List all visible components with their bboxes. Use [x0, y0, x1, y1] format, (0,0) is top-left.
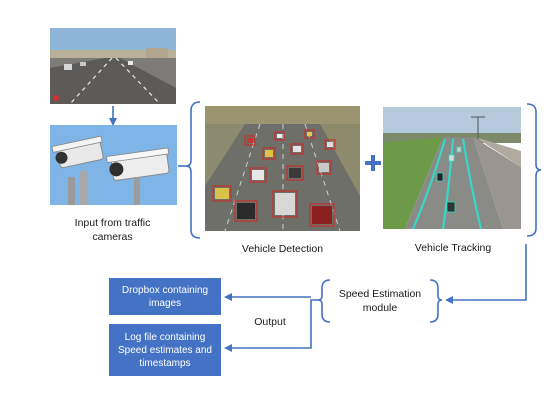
- detection-label-text: Vehicle Detection: [241, 243, 324, 255]
- dropbox-line2: images: [148, 297, 182, 309]
- input-label-line2: cameras: [92, 231, 133, 243]
- plus-icon: [364, 154, 382, 172]
- output-label: Output: [240, 315, 300, 329]
- detection-label: Vehicle Detection: [205, 242, 360, 256]
- logfile-line3: timestamps: [139, 357, 191, 369]
- vehicle-tracking-photo: [383, 107, 521, 229]
- input-label-line1: Input from traffic: [74, 217, 151, 229]
- speed-label-line2: module: [362, 302, 398, 314]
- dropbox-line1: Dropbox containing: [121, 284, 209, 296]
- logfile-line1: Log file containing: [124, 331, 206, 343]
- speed-label-line1: Speed Estimation: [338, 288, 422, 300]
- speed-estimation-label: Speed Estimation module: [327, 287, 433, 315]
- vehicle-detection-photo: [205, 106, 360, 231]
- output-label-text: Output: [254, 316, 286, 328]
- logfile-line2: Speed estimates and: [118, 344, 212, 356]
- logfile-output-box: Log file containing Speed estimates and …: [109, 324, 221, 376]
- dropbox-output-box: Dropbox containing images: [109, 278, 221, 315]
- input-label: Input from traffic cameras: [45, 216, 180, 244]
- tracking-label: Vehicle Tracking: [383, 241, 523, 255]
- tracking-label-text: Vehicle Tracking: [414, 242, 492, 254]
- road-photo: [50, 28, 176, 104]
- cctv-camera-photo: [50, 125, 177, 205]
